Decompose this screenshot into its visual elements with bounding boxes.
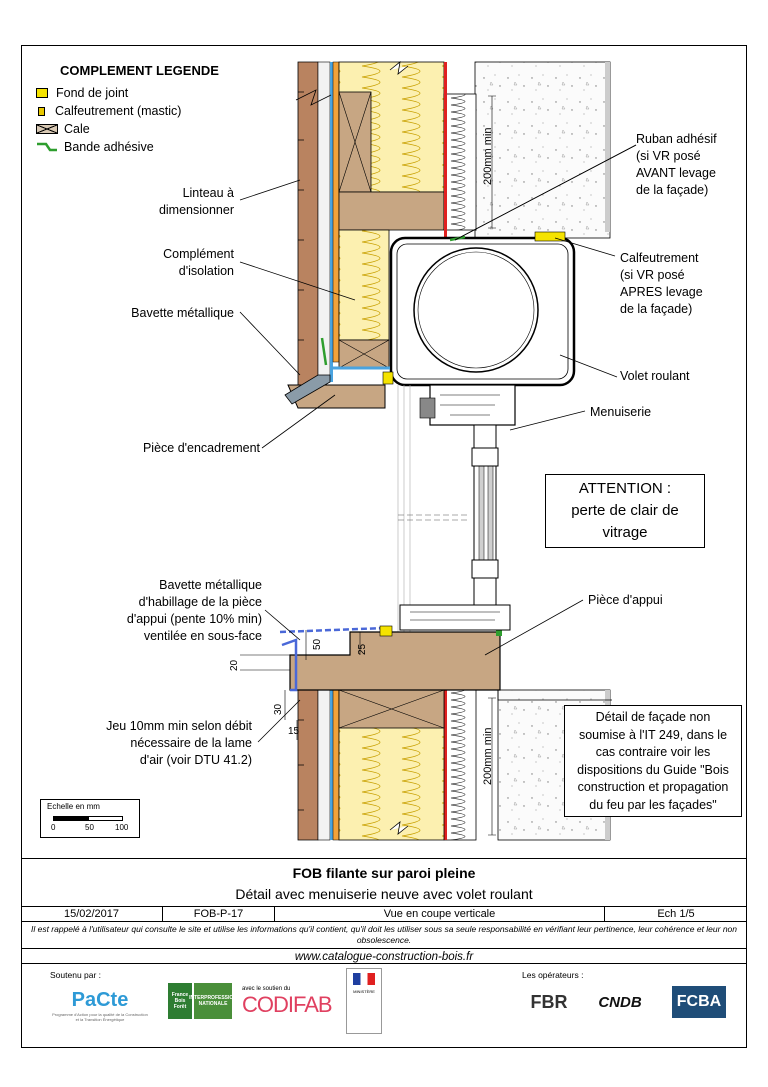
dim-15: 15 xyxy=(288,726,300,737)
window-sill-frame xyxy=(399,604,511,631)
bavette-top xyxy=(284,374,331,405)
calfeutrement-swatch xyxy=(38,106,45,116)
france-bois-logo: France Bois Forêt xyxy=(168,983,192,1019)
ministere-logo: MINISTÈRE xyxy=(346,968,382,1034)
website-link[interactable]: www.catalogue-construction-bois.fr xyxy=(21,948,747,964)
legend-label: Calfeutrement (mastic) xyxy=(55,104,182,118)
fond-joint-swatch xyxy=(36,88,48,98)
legend-item-fond-joint: Fond de joint xyxy=(36,84,128,102)
label-ruban-adhesif: Ruban adhésif (si VR posé AVANT levage d… xyxy=(636,132,717,197)
legend-label: Fond de joint xyxy=(56,86,129,100)
inner-insulation-bottom xyxy=(443,689,477,841)
dim-50: 50 xyxy=(312,638,323,650)
drawing-view: Vue en coupe verticale xyxy=(275,907,605,921)
legend-label: Cale xyxy=(64,122,90,136)
codifab-text: CODIFAB xyxy=(242,992,333,1017)
dim-30: 30 xyxy=(273,703,284,715)
label-linteau: Linteau à dimensionner xyxy=(158,186,234,217)
cladding-top xyxy=(297,61,319,386)
dim-25: 25 xyxy=(357,643,368,655)
drawing-ref: FOB-P-17 xyxy=(163,907,275,921)
scale-0: 0 xyxy=(51,823,56,832)
interprofession-logo: INTERPROFESSION NATIONALE xyxy=(189,983,237,1019)
french-flag-icon xyxy=(353,973,375,985)
pacte-logo: PaCte Programme d'Action pour la qualité… xyxy=(50,985,150,1025)
label-bavette-habillage: Bavette métallique d'habillage de la piè… xyxy=(126,578,262,643)
fbr-logo: FBR xyxy=(530,991,568,1012)
label-jeu: Jeu 10mm min selon débit nécessaire de l… xyxy=(106,719,252,767)
pacte-subtext: Programme d'Action pour la qualité de la… xyxy=(52,1011,148,1022)
legend-item-calfeutrement: Calfeutrement (mastic) xyxy=(36,102,181,120)
scale-100: 100 xyxy=(115,823,129,832)
legend-item-bande: Bande adhésive xyxy=(36,138,154,156)
drawing-scale: Ech 1/5 xyxy=(657,908,695,920)
attention-box: ATTENTION : perte de clair de vitrage xyxy=(545,474,705,548)
label-piece-encadrement: Pièce d'encadrement xyxy=(142,441,260,455)
dim-top-200: 200mm min xyxy=(482,127,494,185)
label-complement-isolation: Complément d'isolation xyxy=(163,247,234,278)
legend-label: Bande adhésive xyxy=(64,140,154,154)
legend-item-cale: Cale xyxy=(36,120,90,138)
ministere-text: MINISTÈRE xyxy=(353,989,375,994)
fcba-logo: FCBA xyxy=(672,986,726,1018)
title-row: FOB filante sur paroi pleine Détail avec… xyxy=(21,858,747,906)
concrete-wall-top xyxy=(474,61,611,239)
drawing-subtitle: Détail avec menuiserie neuve avec volet … xyxy=(235,886,533,902)
bande-adhesive-icon xyxy=(37,142,57,152)
cale-swatch xyxy=(36,124,58,134)
drawing-title: FOB filante sur paroi pleine xyxy=(292,865,476,881)
operators-label: Les opérateurs : xyxy=(522,970,584,980)
shutter-roll xyxy=(413,247,539,373)
scale-50: 50 xyxy=(85,823,94,832)
scale-bar: Echelle en mm 0 50 100 xyxy=(40,799,140,838)
label-bavette-metallique: Bavette métallique xyxy=(131,306,234,320)
codifab-logo: avec le soutien du CODIFAB xyxy=(242,982,333,1022)
fire-note-box: Détail de façade non soumise à l'IT 249,… xyxy=(564,705,742,817)
drawing-frame xyxy=(21,45,747,1048)
info-row: 15/02/2017 FOB-P-17 Vue en coupe vertica… xyxy=(21,906,747,922)
codifab-pre: avec le soutien du xyxy=(242,986,291,992)
cndb-logo: CNDB xyxy=(598,993,642,1011)
label-volet-roulant: Volet roulant xyxy=(620,369,690,383)
scale-graphic xyxy=(53,816,123,821)
pacte-logo-text: PaCte xyxy=(71,988,129,1011)
supported-by-label: Soutenu par : xyxy=(50,970,102,980)
inner-insulation-top xyxy=(443,93,477,231)
legend-title: COMPLEMENT LEGENDE xyxy=(60,63,219,78)
scale-title: Echelle en mm xyxy=(47,802,100,811)
dim-bottom-200: 200mm min xyxy=(482,727,494,785)
lintel-beam xyxy=(338,191,445,231)
dim-20: 20 xyxy=(229,659,240,671)
label-calfeutrement: Calfeutrement (si VR posé APRES levage d… xyxy=(620,251,703,316)
complement-insulation xyxy=(338,229,390,341)
drawing-date: 15/02/2017 xyxy=(21,907,163,921)
label-menuiserie: Menuiserie xyxy=(590,405,652,419)
disclaimer: Il est rappelé à l'utilisateur qui consu… xyxy=(30,924,738,945)
label-piece-appui: Pièce d'appui xyxy=(588,593,663,607)
